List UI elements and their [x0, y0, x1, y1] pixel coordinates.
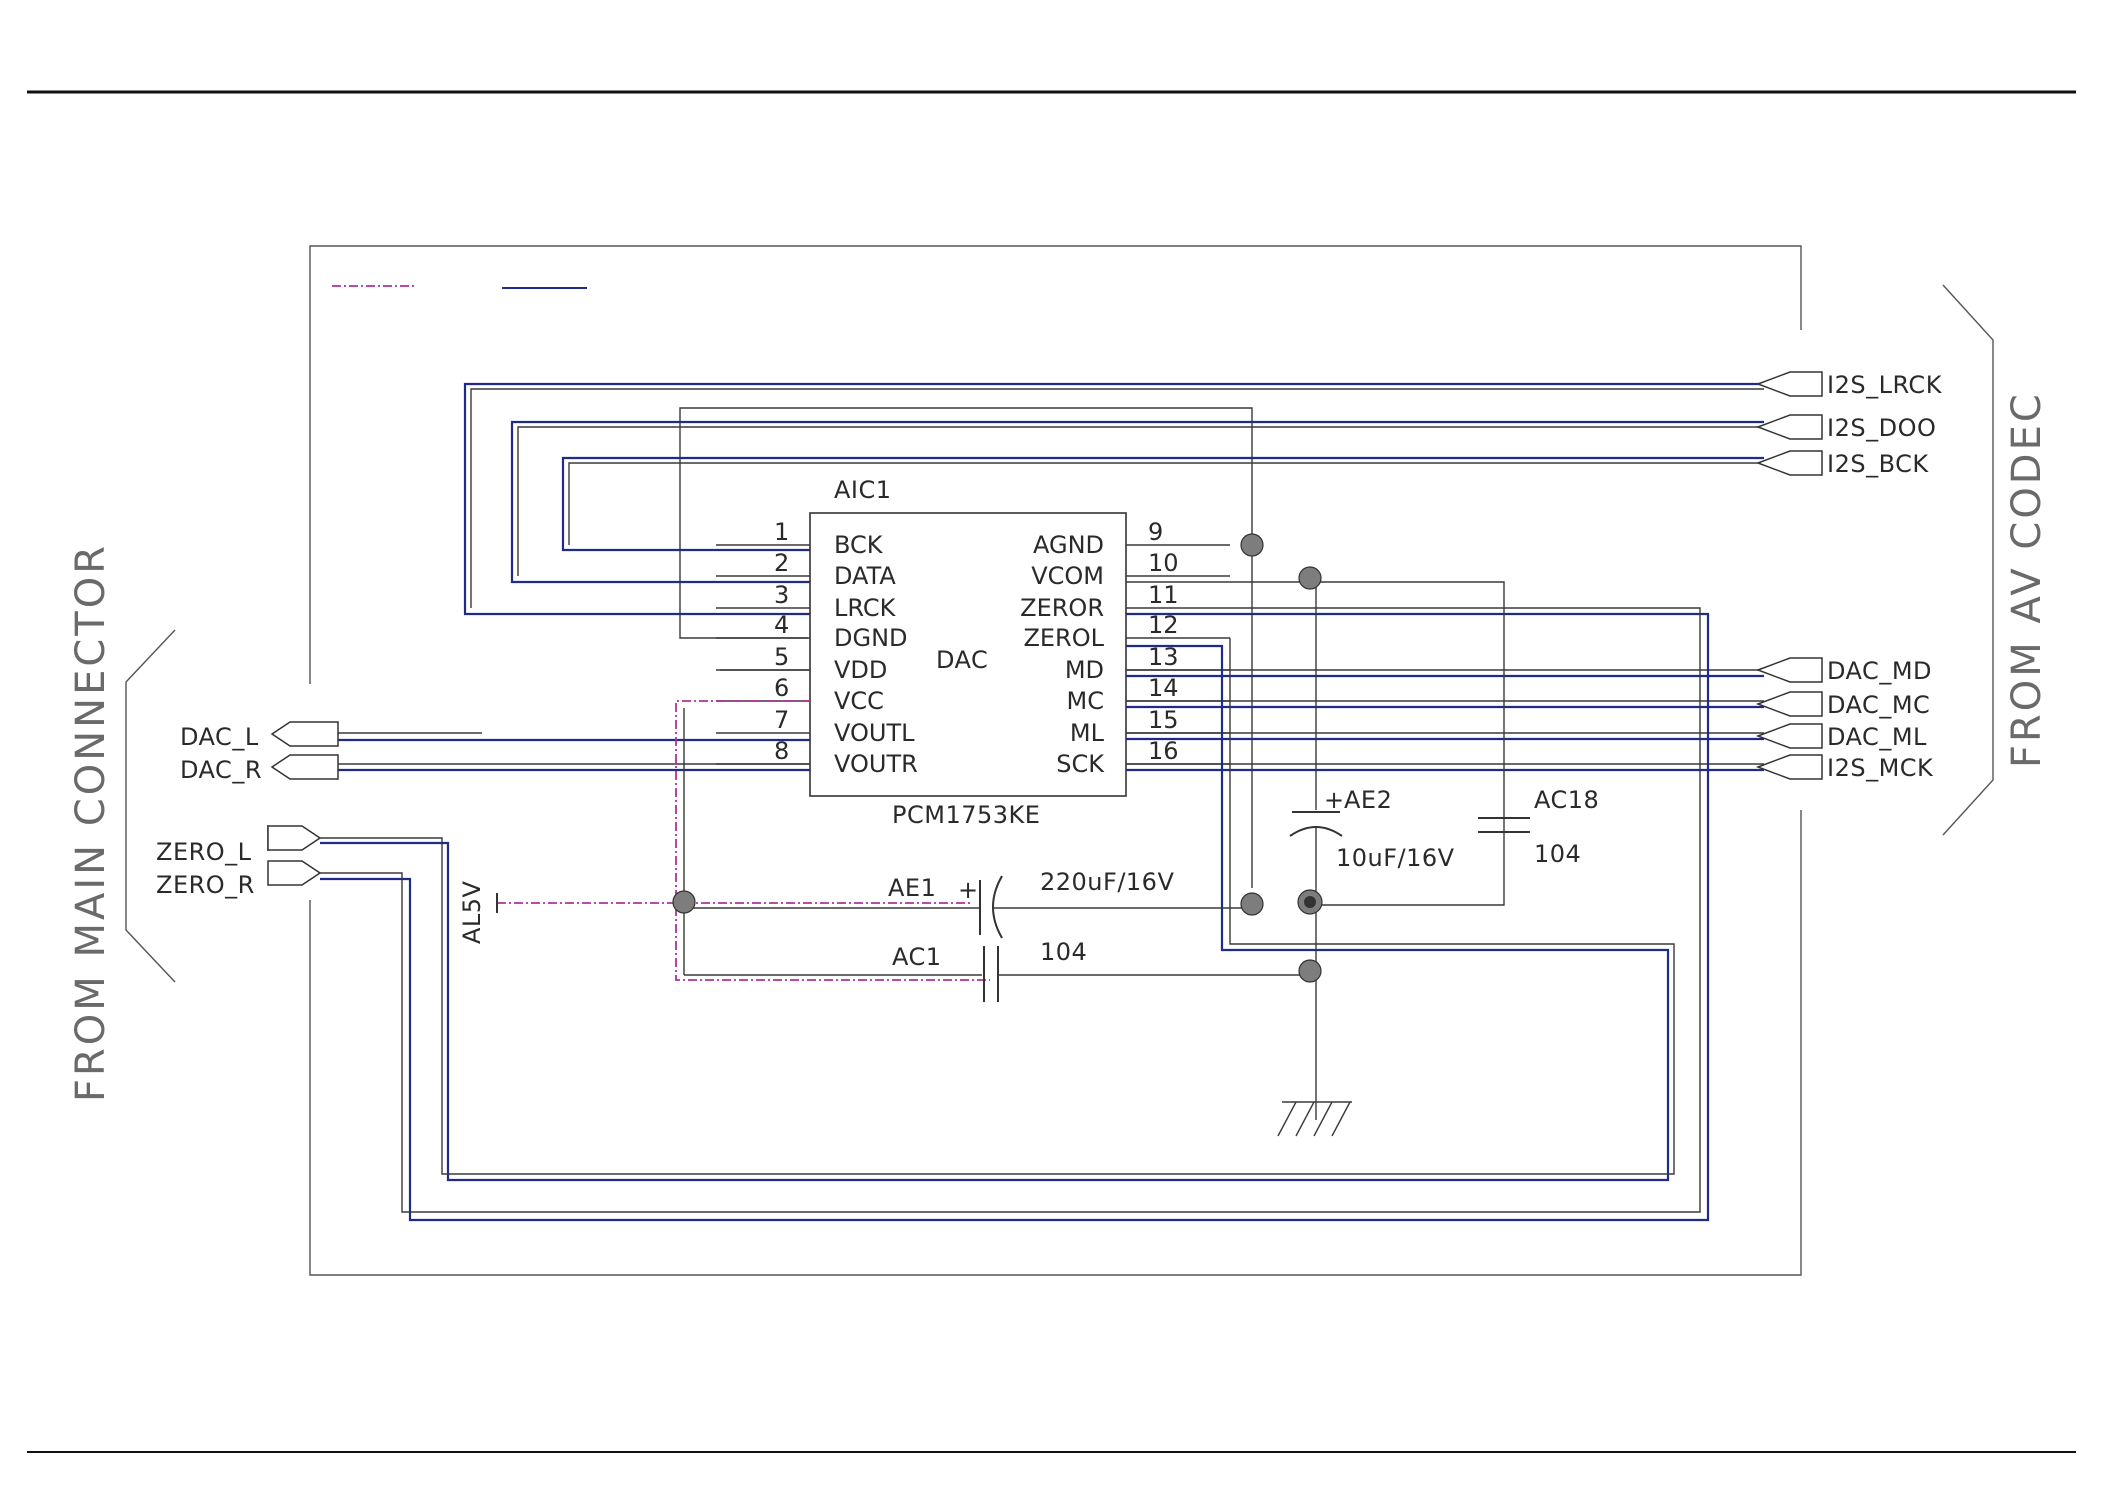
junction-agnd: [1240, 533, 1264, 557]
board-frame: [309, 245, 1802, 1276]
pin-11-number: 11: [1148, 581, 1179, 609]
pin-5-name: VDD: [834, 656, 887, 684]
pin-5-number: 5: [774, 643, 789, 671]
ae1-ref: AE1: [888, 874, 936, 902]
pin-7-name: VOUTL: [834, 719, 915, 747]
connector-i2s-mck: I2S_MCK: [1827, 754, 1934, 782]
dac-md-net: [1126, 669, 1764, 678]
junction-ac1-right: [1298, 959, 1322, 983]
left-side-bracket: [125, 629, 176, 983]
pin-8-number: 8: [774, 737, 789, 765]
pin-14-name: MC: [1067, 687, 1104, 715]
pin-16-name: SCK: [1056, 750, 1105, 778]
connector-dac-r: DAC_R: [180, 756, 262, 784]
pin-12-name: ZEROL: [1023, 624, 1104, 652]
pin-9-number: 9: [1148, 518, 1163, 546]
connector-zero-l: ZERO_L: [156, 838, 252, 866]
connector-i2s-doo: I2S_DOO: [1827, 414, 1936, 442]
junction-ground-main-core: [1304, 896, 1316, 908]
ae2-value: 10uF/16V: [1336, 844, 1455, 872]
vcc-power-net: [675, 700, 990, 981]
dac-l-net: [338, 732, 810, 742]
connector-dac-ml: DAC_ML: [1827, 723, 1927, 751]
pin-16-number: 16: [1148, 737, 1179, 765]
dac-ml-net: [1126, 732, 1764, 741]
dac-r-net: [338, 763, 810, 772]
zero-l-net: [320, 638, 1675, 1182]
right-side-bracket: [1942, 284, 1994, 836]
pin-4-name: DGND: [834, 624, 908, 652]
pin-11-name: ZEROR: [1020, 594, 1104, 622]
pin-9-name: AGND: [1033, 531, 1104, 559]
pin-15-name: ML: [1070, 719, 1105, 747]
pin-13-number: 13: [1148, 643, 1179, 671]
i2s-doo-net: [510, 420, 1764, 584]
connector-i2s-bck: I2S_BCK: [1827, 450, 1929, 478]
ac1-value: 104: [1040, 938, 1087, 966]
ae2-ref: AE2: [1344, 786, 1392, 814]
left-side-label: FROM MAIN CONNECTOR: [68, 543, 114, 1102]
right-connectors: [1755, 371, 1823, 780]
ae2-plus-sign: +: [1324, 786, 1344, 814]
junction-vcom: [1298, 566, 1322, 590]
pin-6-name: VCC: [834, 687, 884, 715]
pin-2-number: 2: [774, 549, 789, 577]
connector-i2s-lrck: I2S_LRCK: [1827, 371, 1943, 399]
left-pin-stubs: [716, 544, 810, 765]
ae1-value: 220uF/16V: [1040, 868, 1174, 896]
pin-7-number: 7: [774, 706, 789, 734]
ac18-ref: AC18: [1534, 786, 1599, 814]
dac-chip-body: [809, 512, 1127, 797]
pin-14-number: 14: [1148, 674, 1179, 702]
chip-reference: AIC1: [834, 476, 892, 504]
pin-3-number: 3: [774, 581, 789, 609]
connector-dac-l: DAC_L: [180, 723, 259, 751]
connector-zero-r: ZERO_R: [156, 871, 255, 899]
ae2-curved-plate: [1289, 826, 1343, 837]
pin-12-number: 12: [1148, 611, 1179, 639]
i2s-mck-net: [1126, 763, 1764, 772]
chip-part-number: PCM1753KE: [892, 801, 1040, 829]
zero-r-net: [320, 607, 1710, 1222]
left-connectors: [267, 721, 339, 886]
junction-al5v: [672, 890, 696, 914]
pin-10-number: 10: [1148, 549, 1179, 577]
ae1-plus-sign: +: [958, 876, 978, 904]
ground-symbol: [1277, 1101, 1352, 1137]
pin-15-number: 15: [1148, 706, 1179, 734]
pin-4-number: 4: [774, 611, 789, 639]
right-side-label: FROM AV CODEC: [2004, 391, 2050, 768]
connector-dac-md: DAC_MD: [1827, 657, 1932, 685]
pin-1-number: 1: [774, 518, 789, 546]
pin-6-number: 6: [774, 674, 789, 702]
ac1-ref: AC1: [892, 943, 942, 971]
pin-2-name: DATA: [834, 562, 896, 590]
ac18-value: 104: [1534, 840, 1581, 868]
pin-3-name: LRCK: [834, 594, 897, 622]
pin-8-name: VOUTR: [834, 750, 918, 778]
pin-10-name: VCOM: [1031, 562, 1104, 590]
connector-dac-mc: DAC_MC: [1827, 691, 1930, 719]
dac-mc-net: [1126, 700, 1764, 709]
pin-13-name: MD: [1065, 656, 1104, 684]
ae1-curved-plate: [992, 875, 1003, 939]
pin-1-name: BCK: [834, 531, 884, 559]
junction-ae1-right: [1240, 892, 1264, 916]
i2s-lrck-net: [463, 382, 1764, 616]
i2s-bck-net: [561, 456, 1764, 552]
power-label-al5v: AL5V: [458, 880, 486, 944]
chip-function-label: DAC: [936, 646, 988, 674]
